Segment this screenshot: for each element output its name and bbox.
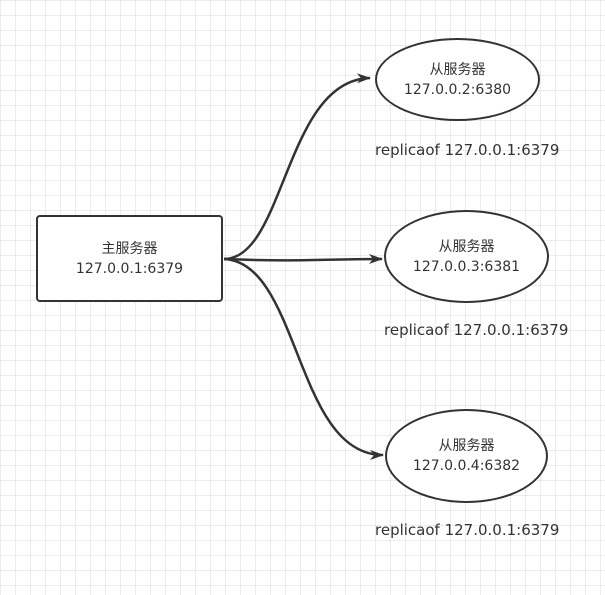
master-server-node[interactable]: 主服务器 127.0.0.1:6379: [36, 215, 223, 302]
arrow-master-to-replica-2: [223, 254, 383, 265]
master-server-address: 127.0.0.1:6379: [75, 260, 184, 277]
replica-command-label-1: replicaof 127.0.0.1:6379: [375, 141, 560, 159]
replica-server-address: 127.0.0.3:6381: [412, 258, 521, 275]
replica-server-node-2[interactable]: 从服务器 127.0.0.3:6381: [384, 210, 549, 303]
replica-server-address: 127.0.0.4:6382: [412, 458, 521, 474]
replica-server-title: 从服务器: [429, 61, 486, 78]
replica-server-address: 127.0.0.2:6380: [403, 81, 512, 98]
replica-server-node-1[interactable]: 从服务器 127.0.0.2:6380: [375, 38, 540, 121]
replica-command-label-2: replicaof 127.0.0.1:6379: [384, 321, 569, 339]
arrow-master-to-replica-1: [223, 73, 371, 261]
replica-server-node-3[interactable]: 从服务器 127.0.0.4:6382: [385, 409, 548, 503]
replica-server-title: 从服务器: [438, 238, 495, 255]
arrow-master-to-replica-3: [223, 257, 384, 460]
replica-command-label-3: replicaof 127.0.0.1:6379: [375, 521, 560, 539]
master-server-title: 主服务器: [101, 240, 158, 257]
replica-server-title: 从服务器: [438, 438, 495, 454]
